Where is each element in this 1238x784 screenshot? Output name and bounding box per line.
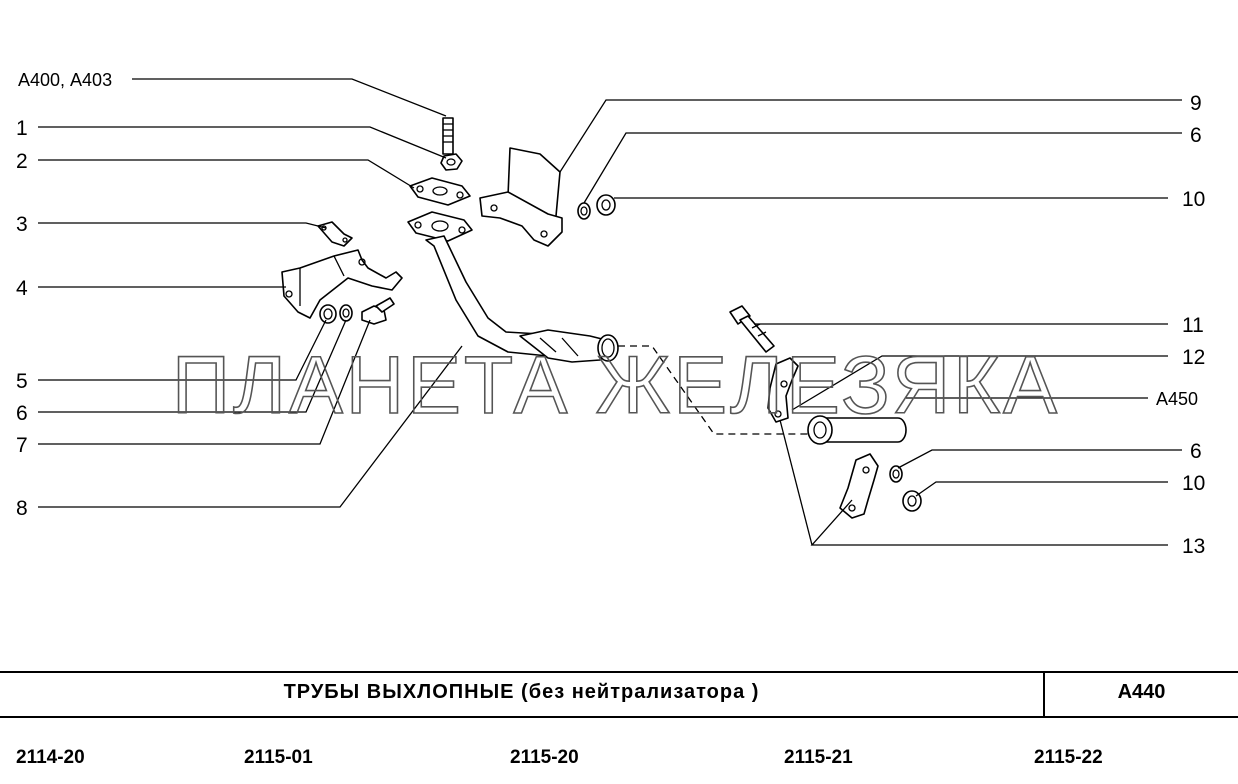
callout-6-left: 6	[16, 402, 28, 425]
callout-a400-a403: А400, А403	[18, 70, 112, 90]
clamp-part-12	[767, 357, 799, 423]
nut-part-1	[440, 153, 463, 171]
nut-part-5	[319, 304, 337, 324]
callout-10-bottom: 10	[1182, 472, 1205, 495]
pipe-flange-part	[407, 211, 473, 242]
washer-part-6b	[577, 202, 591, 220]
title-block: ТРУБЫ ВЫХЛОПНЫЕ (без нейтрализатора ) А4…	[0, 671, 1238, 784]
callout-4: 4	[16, 277, 28, 300]
small-bracket-part-3	[317, 221, 353, 247]
callout-10-top: 10	[1182, 188, 1205, 211]
nut-part-10	[596, 194, 616, 216]
model-code: 2115-22	[1034, 747, 1103, 768]
callout-6-top: 6	[1190, 124, 1202, 147]
model-code: 2115-20	[510, 747, 579, 768]
bolt-part-7	[361, 297, 395, 325]
watermark: ПЛАНЕТА ЖЕЛЕЗЯКА	[172, 340, 1060, 431]
callout-11: 11	[1182, 314, 1204, 337]
clamp-part-13	[839, 453, 879, 519]
assembly-line	[618, 345, 808, 435]
front-exhaust-pipe-part	[425, 235, 619, 363]
callout-2: 2	[16, 150, 28, 173]
callout-8: 8	[16, 497, 28, 520]
callout-9: 9	[1190, 92, 1202, 115]
title-block-top-rule	[0, 671, 1238, 673]
title-block-mid-rule	[0, 716, 1238, 718]
gasket-part-2	[409, 177, 471, 206]
callout-6-bottom: 6	[1190, 440, 1202, 463]
callout-7: 7	[16, 434, 28, 457]
drawing-code: А440	[1117, 681, 1166, 703]
leader-lines	[38, 78, 1182, 546]
callout-12: 12	[1182, 346, 1205, 369]
model-code: 2115-01	[244, 747, 313, 768]
stud-part	[442, 117, 454, 155]
washer-part-6	[339, 304, 353, 322]
callout-a450: А450	[1156, 389, 1198, 409]
callout-5: 5	[16, 370, 28, 393]
title-block-separator	[1043, 671, 1045, 717]
callout-1: 1	[16, 117, 28, 140]
bracket-part-9	[479, 147, 563, 247]
model-code: 2114-20	[16, 747, 85, 768]
drawing-title: ТРУБЫ ВЫХЛОПНЫЕ (без нейтрализатора )	[283, 681, 760, 703]
model-code: 2115-21	[784, 747, 853, 768]
bracket-part-4	[281, 249, 403, 319]
bushing-part	[807, 415, 907, 445]
callout-13: 13	[1182, 535, 1205, 558]
bolt-part-11	[729, 305, 775, 353]
washer-part-6c	[889, 465, 903, 483]
callout-3: 3	[16, 213, 28, 236]
exhaust-parts-diagram: ПЛАНЕТА ЖЕЛЕЗЯКА А400, А403 1 2 3 4 5 6 …	[16, 70, 1205, 558]
